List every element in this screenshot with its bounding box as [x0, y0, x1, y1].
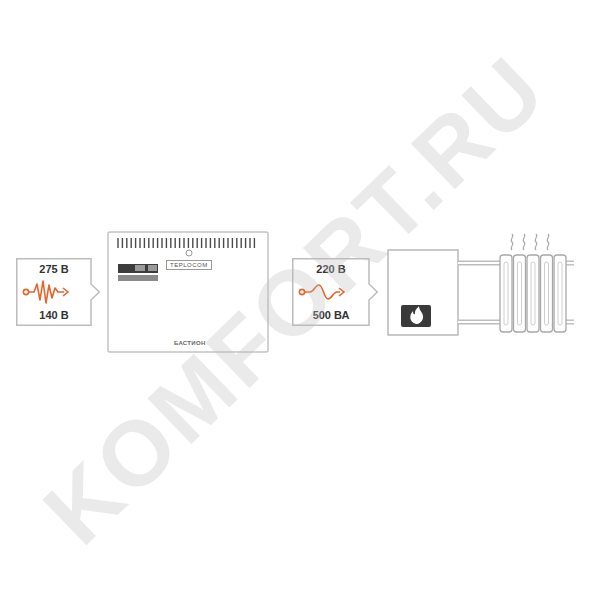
display-panel: [118, 264, 158, 273]
radiator: [500, 255, 566, 332]
display-indicators: [118, 275, 158, 281]
flame-symbol: [410, 306, 423, 324]
voltage-value: 500 ВА: [292, 309, 370, 321]
unstable-voltage-icon: [22, 278, 72, 306]
voltage-value: 140 В: [16, 309, 92, 321]
voltage-value: 220 В: [292, 263, 370, 275]
brand-label: TEPLOCOM: [166, 260, 212, 270]
boiler-body: [388, 250, 458, 335]
boiler-window: [401, 305, 431, 327]
vent-slots: [118, 238, 254, 248]
logo-label: БАСТИОН: [174, 340, 206, 346]
display-digits: [148, 265, 157, 271]
voltage-value: 275 В: [16, 263, 92, 275]
stabilizer-housing: [108, 232, 268, 352]
heat-waves: [511, 234, 549, 250]
stable-voltage-icon: [298, 280, 348, 304]
mount-hole: [186, 250, 192, 256]
watermark: KOMFORT.RU: [24, 35, 567, 564]
display-digits: [135, 265, 145, 271]
stabilizer-device: TEPLOCOM БАСТИОН: [108, 232, 268, 352]
